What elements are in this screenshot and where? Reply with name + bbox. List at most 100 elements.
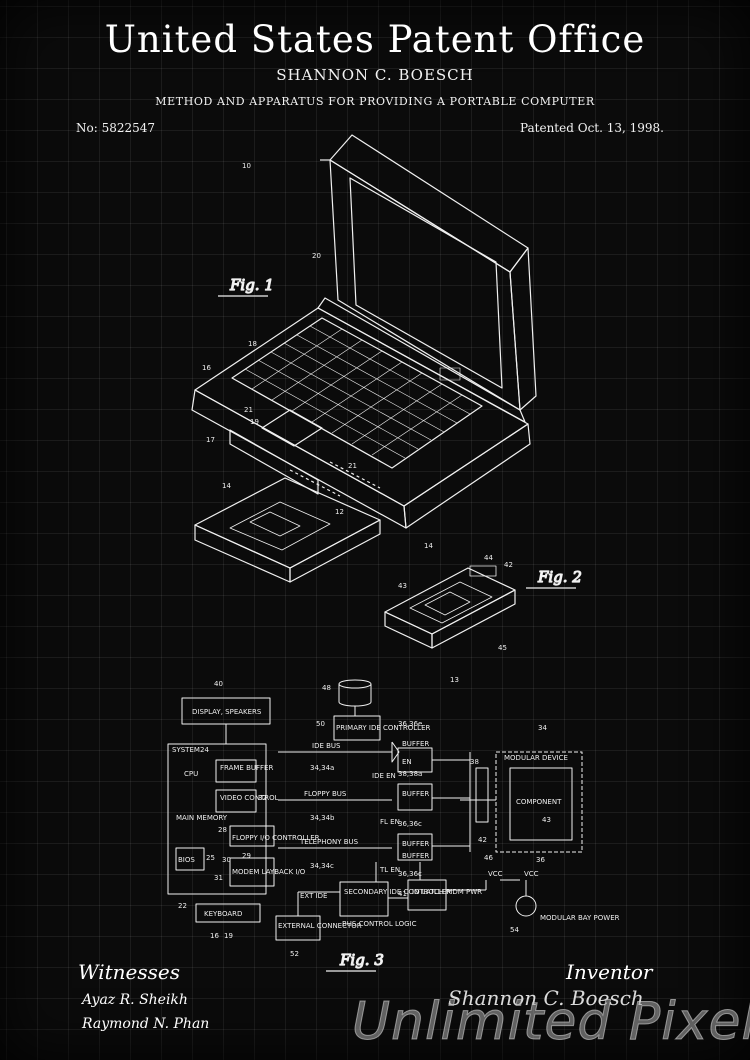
ref-34: 34: [538, 724, 547, 732]
ref-14b: 14: [424, 542, 433, 550]
label-main-memory: MAIN MEMORY: [176, 814, 228, 822]
ref-45: 45: [498, 644, 507, 652]
label-buffer-3: BUFFER: [402, 852, 429, 860]
ref-42b: 42: [478, 836, 487, 844]
ref-40: 40: [214, 680, 223, 688]
ref-19: 19: [250, 418, 259, 426]
label-display: DISPLAY, SPEAKERS: [192, 708, 262, 716]
ref-20: 20: [312, 252, 321, 260]
ref-29: 29: [242, 852, 251, 860]
ref-21a: 21: [244, 406, 253, 414]
ref-16b: 16: [210, 932, 219, 940]
label-vcc-2: VCC: [524, 870, 539, 878]
label-bios: BIOS: [178, 856, 195, 864]
label-video-control: VIDEO CONTROL: [220, 794, 279, 802]
diagram-text: DISPLAY, SPEAKERS SYSTEM CPU FRAME BUFFE…: [172, 708, 620, 930]
ref-38-38a: 38,38a: [398, 770, 422, 778]
ref-44: 44: [484, 554, 493, 562]
ref-28: 28: [218, 826, 227, 834]
label-floppy-bus: FLOPPY BUS: [304, 790, 347, 798]
ref-54: 54: [510, 926, 519, 934]
ref-46: 46: [484, 854, 493, 862]
reference-numerals: 10 20 18 16 21 19 17 21 14 12 14 44 42 4…: [178, 162, 551, 958]
label-keyboard: KEYBOARD: [204, 910, 242, 918]
ref-31: 31: [214, 874, 223, 882]
ref-18: 18: [248, 340, 257, 348]
label-modular-device: MODULAR DEVICE: [504, 754, 568, 762]
ref-52: 52: [290, 950, 299, 958]
ref-36: 36: [536, 856, 545, 864]
label-fl-en: FL EN: [380, 818, 400, 826]
patent-subtitle: METHOD AND APPARATUS FOR PROVIDING A POR…: [155, 95, 595, 108]
ref-10: 10: [242, 162, 251, 170]
ref-36-36c-b: 36,36c: [398, 870, 422, 878]
watermark: Unlimited Pixel: [352, 992, 750, 1053]
ref-14a: 14: [222, 482, 231, 490]
label-latch: IO LATCH MDM PWR: [412, 888, 482, 896]
patent-number: No: 5822547: [76, 121, 156, 135]
witness-signature-2: Raymond N. Phan: [82, 1016, 210, 1032]
ref-32: 32: [258, 794, 267, 802]
ref-19b: 19: [224, 932, 233, 940]
ref-24: 24: [200, 746, 209, 754]
ref-34-34a: 34,34a: [310, 764, 334, 772]
system-box: [167, 743, 267, 895]
witness-signature-1: Ayaz R. Sheikh: [82, 992, 188, 1008]
ref-16: 16: [202, 364, 211, 372]
module-illustration: [384, 565, 516, 649]
label-buffer-2: BUFFER: [402, 840, 429, 848]
ref-21b: 21: [348, 462, 357, 470]
inventor-signature: Shannon C. Boesch: [448, 986, 644, 1010]
fig1-label: Fig. 1: [229, 276, 274, 294]
ref-36-36e: 36,36e: [398, 720, 422, 728]
ref-34-34c: 34,34c: [310, 862, 334, 870]
patent-date: Patented Oct. 13, 1998.: [519, 121, 664, 135]
witnesses-heading: Witnesses: [78, 960, 180, 984]
ref-50: 50: [316, 720, 325, 728]
label-ide-en: IDE EN: [372, 772, 396, 780]
ref-12: 12: [335, 508, 344, 516]
label-frame-buffer: FRAME BUFFER: [220, 764, 273, 772]
inventor-heading: Inventor: [566, 960, 653, 984]
ref-25: 25: [206, 854, 215, 862]
label-en: EN: [402, 758, 412, 766]
ref-43b: 43: [542, 816, 551, 824]
fig3-label: Fig. 3: [339, 951, 384, 969]
label-bus-control-logic: BUS CONTROL LOGIC: [342, 920, 417, 928]
ref-36-36c: 36,36c: [398, 820, 422, 828]
label-secondary-controller: SECONDARY IDE CONTROLLER: [344, 888, 451, 896]
label-modem: MODEM LAYBACK I/O: [232, 868, 306, 876]
label-external-connector: EXTERNAL CONNECTOR: [278, 922, 362, 930]
label-modular-bay-power: MODULAR BAY POWER: [540, 914, 620, 922]
label-vcc-1: VCC: [488, 870, 503, 878]
ref-38b: 38: [470, 758, 479, 766]
label-ext-ide: EXT IDE: [300, 892, 327, 900]
label-buffer-1: BUFFER: [402, 790, 429, 798]
ref-42: 42: [504, 561, 513, 569]
ref-34-34b: 34,34b: [310, 814, 335, 822]
ref-22: 22: [178, 902, 187, 910]
label-floppy-io: FLOPPY I/O CONTROLLER: [232, 834, 320, 842]
ref-48: 48: [322, 684, 331, 692]
fig2-label: Fig. 2: [537, 568, 582, 586]
ref-43: 43: [398, 582, 407, 590]
inventor-name: SHANNON C. BOESCH: [276, 66, 474, 84]
label-tl-en: TL EN: [379, 866, 400, 874]
label-telephony-bus: TELEPHONY BUS: [299, 838, 359, 846]
primary-ide-box: [333, 715, 381, 741]
block-diagram: [167, 679, 583, 941]
label-ide-bus: IDE BUS: [312, 742, 341, 750]
keyboard-box: [195, 903, 261, 923]
label-component: COMPONENT: [516, 798, 562, 806]
label-system: SYSTEM: [172, 746, 200, 754]
laptop-illustration: [191, 134, 537, 583]
ref-41: 41: [398, 890, 407, 898]
label-primary-ide: PRIMARY IDE CONTROLLER: [336, 724, 431, 732]
label-buffer-top: BUFFER: [402, 740, 429, 748]
ref-17: 17: [206, 436, 215, 444]
label-cpu: CPU: [184, 770, 198, 778]
ref-30: 30: [222, 856, 231, 864]
ref-13: 13: [450, 676, 459, 684]
